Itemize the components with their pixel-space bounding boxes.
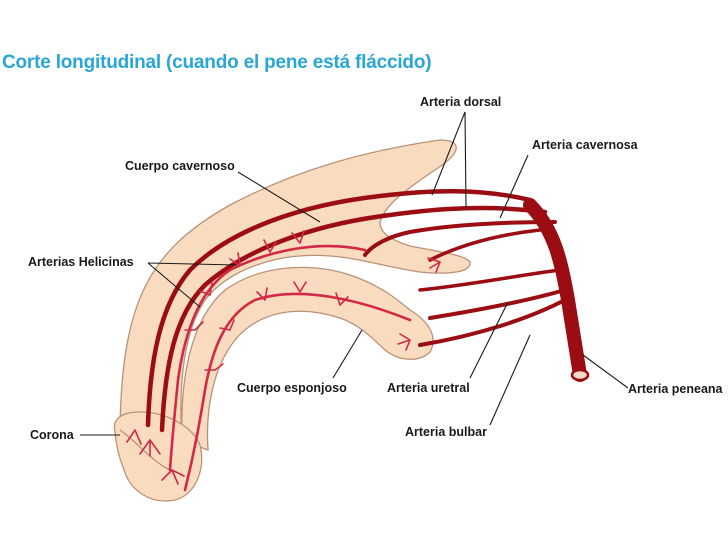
label-arteria-bulbar: Arteria bulbar [405, 425, 487, 439]
diagram-title: Corte longitudinal (cuando el pene está … [2, 52, 432, 73]
arteria-bulbar-upper [418, 268, 562, 292]
arteria-bulbar [418, 298, 567, 347]
arteria-uretral [428, 288, 567, 320]
corpus-spongiosum-shape [181, 266, 434, 451]
leader-cuerpo-esponjoso [332, 329, 363, 379]
leader-arteria-peneana [582, 354, 629, 389]
leader-cuerpo-cavernoso [237, 171, 321, 223]
leader-arteria-dorsal-1 [431, 111, 466, 196]
leader-arteria-uretral [469, 301, 509, 379]
leader-arteria-cavernosa [499, 154, 529, 219]
arteria-profunda-esponjosa [183, 292, 412, 492]
leader-arteria-dorsal-2 [464, 111, 467, 209]
arteria-cavernosa-branch [428, 228, 542, 262]
leader-arteria-bulbar [489, 334, 531, 426]
label-corona: Corona [30, 428, 75, 442]
arteria-peneana-trunk [523, 198, 587, 382]
label-arterias-helicinas: Arterias Helicinas [28, 255, 134, 269]
label-arteria-dorsal: Arteria dorsal [420, 95, 501, 109]
arterias-helicinas-twigs [126, 230, 441, 485]
arteria-profunda-cavernosa [168, 244, 367, 472]
leader-arterias-helicinas-2 [147, 262, 201, 308]
label-arteria-cavernosa: Arteria cavernosa [532, 138, 639, 152]
arteria-cavernosa [363, 220, 557, 257]
arteria-peneana-opening [570, 368, 590, 382]
label-arteria-peneana: Arteria peneana [628, 382, 724, 396]
leader-arterias-helicinas-1 [147, 262, 238, 266]
arteria-dorsal-1 [145, 188, 533, 428]
arteria-dorsal-2 [159, 205, 548, 433]
label-arteria-uretral: Arteria uretral [387, 381, 470, 395]
label-cuerpo-esponjoso: Cuerpo esponjoso [237, 381, 347, 395]
label-cuerpo-cavernoso: Cuerpo cavernoso [125, 159, 235, 173]
